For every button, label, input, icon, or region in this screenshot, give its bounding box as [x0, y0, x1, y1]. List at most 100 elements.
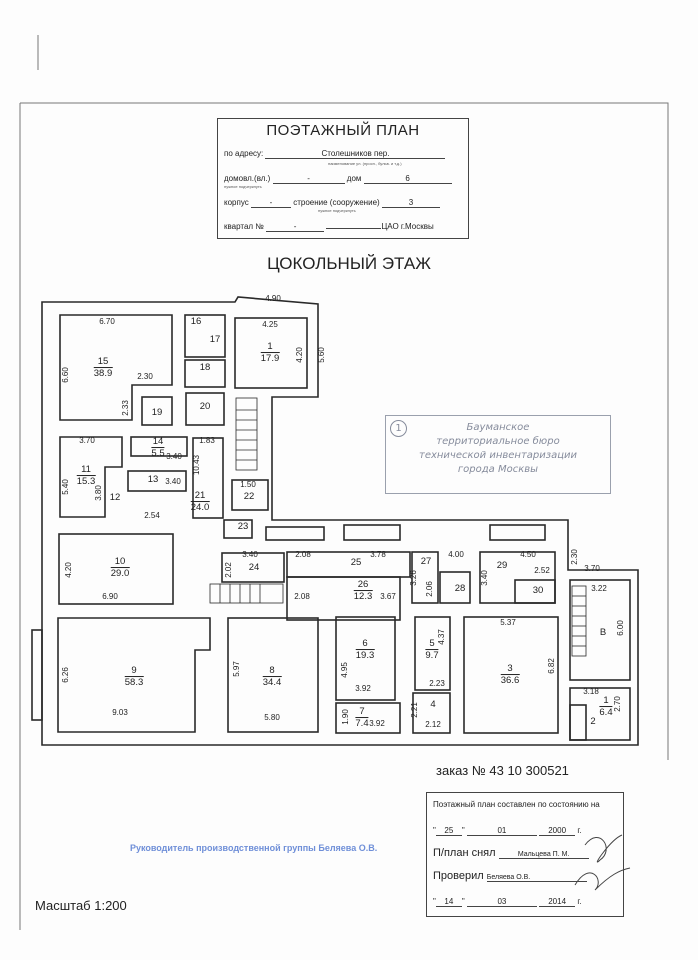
room-11 [59, 436, 123, 518]
date-1-row: "25" 01 2000 г. [433, 826, 582, 836]
room-label: 20 [199, 401, 211, 413]
dimension-label: 3.92 [355, 684, 371, 693]
room-28 [439, 571, 471, 604]
window-1 [265, 526, 325, 541]
domovl-hint: нужное подчеркнуть [224, 184, 262, 189]
window-2 [343, 524, 401, 541]
date-1-day: 25 [435, 826, 462, 836]
dimension-label: 2.54 [144, 511, 160, 520]
street-hint: наименование ул. (просп., бульв. и т.д.) [328, 161, 402, 166]
domovl-row: домовл.(вл.) - дом 6 [224, 174, 462, 184]
room-label: 16 [190, 316, 202, 328]
korpus-row: корпус - строение (сооружение) 3 [224, 198, 462, 208]
district: ЦАО г.Москвы [381, 222, 434, 231]
kvartal-value: - [266, 222, 325, 232]
dimension-label: 2.23 [429, 679, 445, 688]
dimension-label: 3.70 [584, 564, 600, 573]
dimension-label: 3.26 [409, 570, 418, 586]
street-value: Столешников пер. [265, 149, 446, 159]
signatures [574, 834, 631, 891]
certificate-heading: Поэтажный план составлен по состоянию на [433, 800, 600, 809]
dimension-label: 4.90 [265, 294, 281, 303]
dimension-label: 10.43 [192, 454, 201, 476]
room-17 [184, 314, 226, 358]
stroenie-value: 3 [381, 198, 440, 208]
dimension-label: 6.60 [61, 367, 70, 383]
dimension-label: 2.30 [570, 549, 579, 565]
dimension-label: 2.33 [121, 400, 130, 416]
checked-by-row: Проверил Беляева О.В. [433, 870, 617, 882]
stamp-number: 1 [390, 420, 407, 437]
floor-title: ЦОКОЛЬНЫЙ ЭТАЖ [267, 254, 431, 273]
dimension-label: 3.22 [591, 584, 607, 593]
room-2 [569, 704, 587, 741]
domovl-label: домовл.(вл.) [224, 174, 271, 183]
scale-label: Масштаб 1:200 [35, 898, 127, 913]
dimension-label: 6.90 [102, 592, 118, 601]
room-24 [221, 552, 285, 583]
room-13 [127, 470, 187, 492]
room-30 [514, 579, 556, 604]
dom-label: дом [346, 174, 362, 183]
dimension-label: 5.40 [61, 479, 70, 495]
dimension-label: 3.40 [166, 452, 182, 461]
room-label: 12 [109, 492, 121, 504]
dimension-label: 3.40 [165, 477, 181, 486]
room-label: 24 [248, 562, 260, 574]
dom-value: 6 [363, 174, 452, 184]
date-1-month: 01 [466, 826, 537, 836]
room-15 [59, 314, 173, 421]
window-3 [489, 524, 546, 541]
room-label: 4 [430, 699, 436, 711]
room-9 [57, 617, 211, 733]
room-label: 17 [209, 334, 221, 346]
dimension-label: 3.80 [94, 485, 103, 501]
certificate-box: Поэтажный план составлен по состоянию на… [426, 792, 624, 917]
dimension-label: 3.78 [370, 550, 386, 559]
room-7 [335, 702, 401, 734]
taken-by-label: П/план снял [433, 847, 496, 859]
bti-stamp: 1 Бауманское территориальное бюро технич… [385, 415, 611, 494]
title-block-heading: ПОЭТАЖНЫЙ ПЛАН [266, 122, 420, 139]
room-label: 30 [532, 585, 544, 597]
domovl-value: - [272, 174, 345, 184]
dimension-label: 3.67 [380, 592, 396, 601]
dimension-label: 4.20 [64, 562, 73, 578]
room-14 [130, 436, 188, 457]
room-label: 18 [199, 362, 211, 374]
dimension-label: 5.37 [500, 618, 516, 627]
room-19 [141, 396, 173, 426]
checked-by-label: Проверил [433, 870, 484, 882]
room-label: 25 [350, 557, 362, 569]
room-label: В [599, 627, 607, 639]
dimension-label: 1.83 [199, 436, 215, 445]
dimension-label: 1.90 [341, 709, 350, 725]
room-10 [58, 533, 174, 605]
kvartal-row: квартал № - ЦАО г.Москвы [224, 222, 462, 232]
dimension-label: 6.70 [99, 317, 115, 326]
date-2-month: 03 [466, 897, 537, 907]
room-29 [479, 551, 556, 604]
address-row: по адресу: Столешников пер. [224, 149, 462, 159]
room-27 [411, 551, 439, 604]
room-22 [231, 479, 269, 511]
signature-1 [584, 834, 623, 863]
stamp-line: территориальное бюро [436, 436, 560, 447]
korpus-label: корпус [224, 198, 249, 207]
dimension-label: 4.25 [262, 320, 278, 329]
dimension-label: 4.20 [295, 347, 304, 363]
taken-by-row: П/план снял Мальцева П. М. [433, 847, 617, 859]
address-label: по адресу: [224, 149, 264, 158]
room-21 [192, 437, 224, 519]
room-5 [414, 616, 451, 691]
kvartal-blank [326, 228, 382, 229]
room-6 [335, 616, 396, 701]
